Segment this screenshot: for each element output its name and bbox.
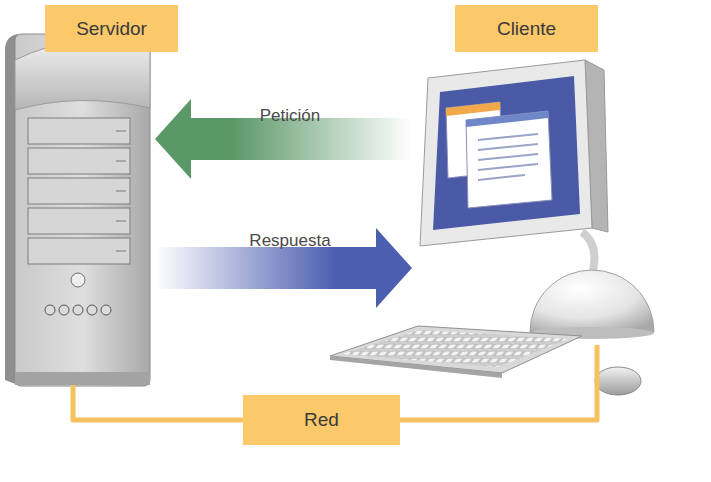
node-label-box: Servidor — [45, 5, 178, 52]
port-circle — [45, 305, 55, 315]
bay-slot — [116, 191, 126, 192]
bay-slot — [116, 221, 126, 222]
drive-bay — [28, 178, 130, 204]
network-label: Red — [243, 395, 400, 445]
text-line — [478, 134, 538, 140]
drive-bay — [28, 118, 130, 144]
text-line — [478, 164, 538, 170]
computer-dome — [530, 270, 654, 332]
node-label-box: Cliente — [455, 5, 598, 52]
drive-bay — [28, 208, 130, 234]
bay-slot — [116, 161, 126, 162]
text-line — [478, 175, 525, 180]
bay-slot — [116, 251, 126, 252]
tower-front — [15, 34, 150, 386]
keyboard-edge — [330, 356, 502, 378]
arrow-label: Respuesta — [225, 231, 355, 251]
arrow-label: Petición — [235, 106, 345, 126]
bay-slot — [116, 131, 126, 132]
monitor-bezel — [420, 60, 592, 246]
keyboard — [330, 326, 582, 373]
node-title: Cliente — [497, 18, 556, 40]
window-titlebar — [466, 111, 548, 127]
client-node: Cliente — [412, 5, 660, 345]
port-circle — [87, 305, 97, 315]
window-titlebar — [446, 102, 500, 116]
mouse — [595, 367, 641, 395]
text-line — [478, 144, 538, 150]
port-circle — [59, 305, 69, 315]
node-title: Servidor — [76, 18, 147, 40]
message-arrow — [155, 228, 412, 308]
text-line — [478, 154, 538, 160]
port-circle — [101, 305, 111, 315]
monitor-neck — [582, 232, 594, 275]
monitor-screen — [433, 76, 580, 230]
drive-bay — [28, 148, 130, 174]
server-node: Servidor — [5, 5, 155, 385]
tower-base — [15, 372, 150, 385]
port-circle — [73, 305, 83, 315]
drive-bay — [28, 238, 130, 264]
message-arrow — [155, 99, 412, 179]
screen-window — [466, 111, 552, 208]
power-button — [71, 273, 85, 287]
